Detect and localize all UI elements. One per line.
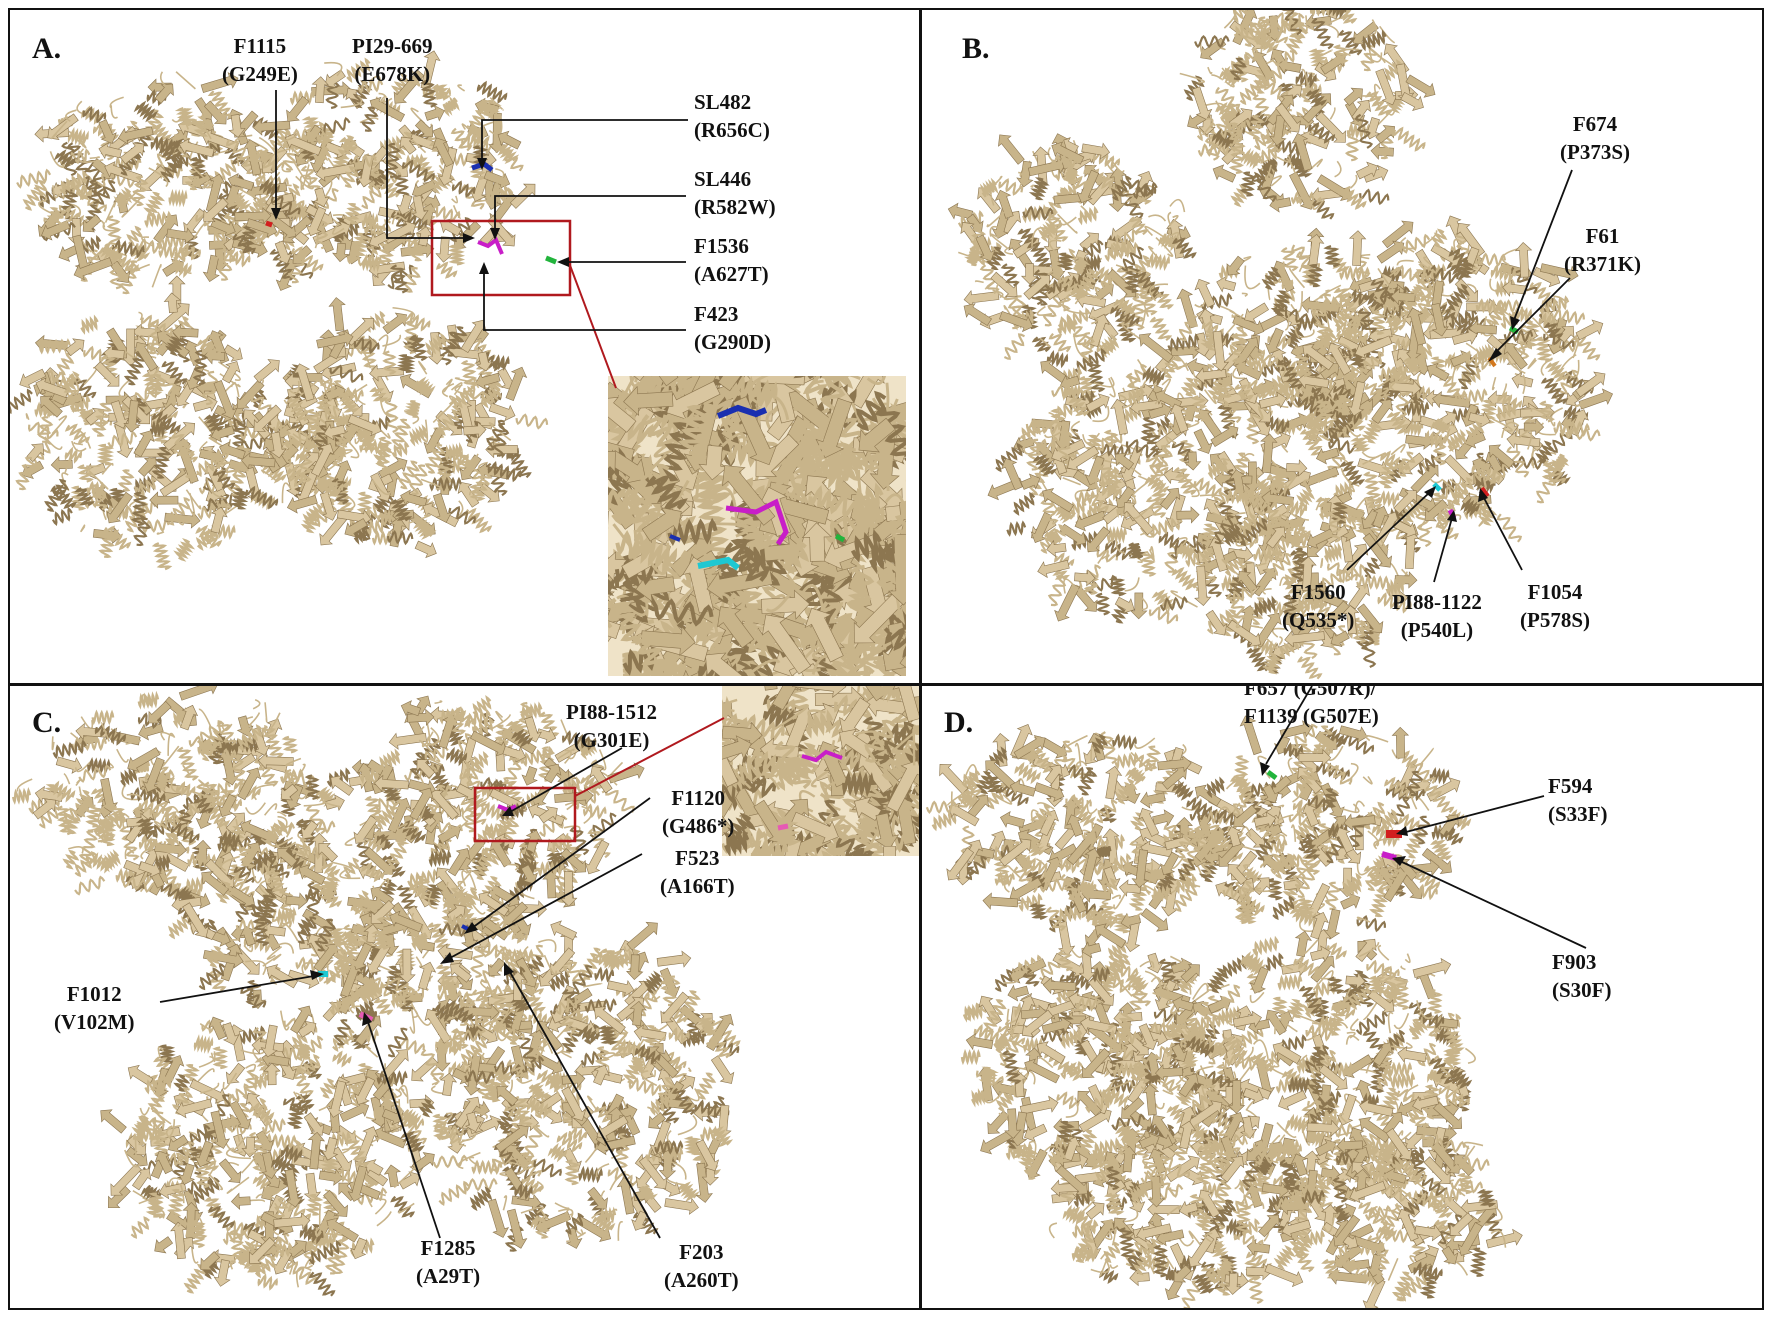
annotation-f1120: F1120(G486*) [662,786,735,838]
annotation-f903: F903(S30F) [1552,950,1612,1002]
panel-label-b: B. [962,32,990,65]
zoom-inset-a [608,376,906,676]
annotation-f1560: F1560(Q535*) [1282,580,1355,632]
annotation-pi29-669: PI29-669(E678K) [352,34,433,86]
annotation-f1012: F1012(V102M) [54,982,135,1034]
annotation-f523: F523(A166T) [660,846,735,898]
annotation-f1536: F1536(A627T) [694,234,769,286]
annotation-f203: F203(A260T) [664,1240,739,1292]
inset-structure-a [608,376,906,676]
annotation-f1285: F1285(A29T) [416,1236,481,1288]
panel-label-d: D. [944,706,974,739]
annotation-f657-f1139: .F657 (G507R)/F1139 (G507E) [1244,684,1379,728]
panel-a: A. F1115(G249E) [8,8,921,685]
annotation-f674: F674(P373S) [1560,112,1630,164]
protein-structure-d [925,715,1523,1308]
annotation-sl482: SL482(R656C) [694,90,770,142]
panel-c: C. PI88-1512(G301E) F1120(G486*) F523(A [8,684,921,1310]
panel-label-a: A. [32,32,62,65]
panel-d: D. .F657 (G507R)/F1139 (G507E) F594(S33F… [920,684,1764,1310]
panel-label-c: C. [32,706,62,739]
inset-structure-c [722,686,919,856]
annotation-f61: F61(R371K) [1564,224,1641,276]
zoom-inset-c [722,686,919,856]
annotation-pi88-1122: PI88-1122(P540L) [1392,590,1482,642]
annotation-f1115: F1115(G249E) [222,34,298,86]
annotation-f1054: F1054(P578S) [1520,580,1590,632]
panel-b: B. F674(P373S) F61(R371K) F1560(Q535*) P… [920,8,1764,685]
annotation-f594: F594(S33F) [1548,774,1608,826]
annotation-sl446: SL446(R582W) [694,167,776,219]
annotation-pi88-1512: PI88-1512(G301E) [566,700,657,752]
annotation-f423: F423(G290D) [694,302,771,354]
